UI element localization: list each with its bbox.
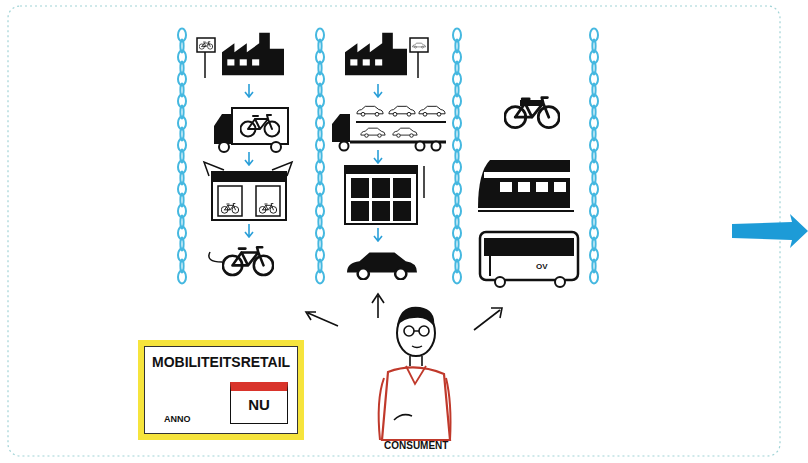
panel-border (8, 6, 780, 456)
retail-box: MOBILITEITSRETAIL ANNO NU (138, 340, 304, 440)
chain-link (178, 271, 186, 284)
chain-link (453, 271, 461, 284)
chain-link (590, 271, 598, 284)
bus-logo: OV (536, 262, 548, 271)
box-subtitle: ANNO (164, 414, 191, 424)
consumer-figure (379, 307, 451, 440)
chain-link (316, 271, 324, 284)
chains (178, 29, 598, 284)
shared-mobility (478, 98, 578, 287)
car-supply-chain (332, 33, 446, 280)
calendar-page: NU (230, 382, 288, 424)
box-title: MOBILITEITSRETAIL (152, 354, 292, 370)
bike-supply-chain (197, 33, 292, 275)
calendar-text: NU (231, 396, 287, 413)
next-arrow (732, 214, 808, 248)
consumer-caption: CONSUMENT (384, 440, 448, 451)
